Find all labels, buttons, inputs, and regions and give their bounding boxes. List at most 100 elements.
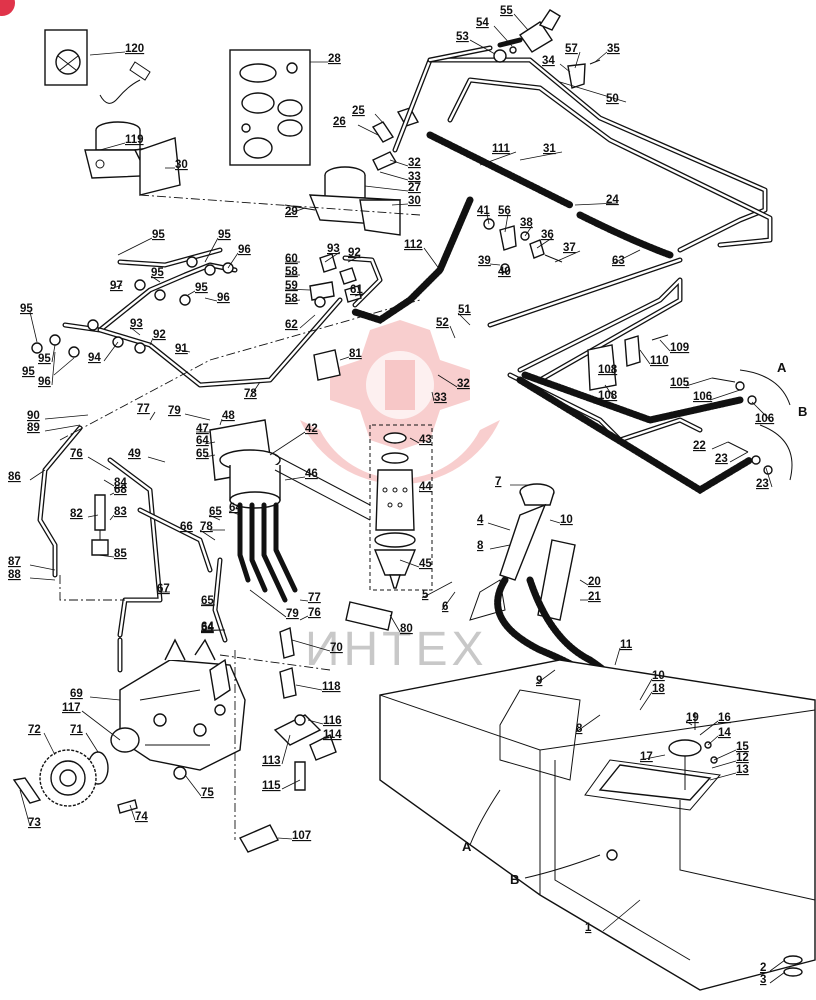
upper-return-pipes <box>392 37 773 253</box>
part-callout-64: 64 <box>196 435 209 447</box>
part-callout-108: 108 <box>598 390 618 402</box>
callout-leader-line <box>639 349 651 365</box>
callout-leader-line <box>699 720 719 736</box>
part-callout-27: 27 <box>408 182 421 194</box>
part-callout-85: 85 <box>114 548 127 560</box>
part-callout-95: 95 <box>22 366 35 378</box>
callout-leader-line <box>559 81 627 103</box>
callout-leader-line <box>374 113 386 126</box>
part-callout-90: 90 <box>27 410 40 422</box>
callout-leader-line <box>685 720 693 726</box>
callout-leader-line <box>284 288 311 291</box>
part-callout-30: 30 <box>175 159 188 171</box>
part-callout-2: 2 <box>760 962 766 974</box>
callout-leader-line <box>284 299 301 303</box>
callout-leader-line <box>87 514 99 518</box>
callout-leader-line <box>51 344 56 363</box>
callout-leader-line <box>277 837 293 840</box>
callout-leader-line <box>29 469 46 481</box>
part-callout-62: 62 <box>285 319 298 331</box>
part-callout-21: 21 <box>588 591 601 603</box>
callout-leader-line <box>579 579 589 586</box>
part-callout-17: 17 <box>640 751 653 763</box>
part-callout-113: 113 <box>262 755 281 767</box>
braided-line-A <box>521 371 744 424</box>
part-callout-30: 30 <box>408 195 421 207</box>
part-callout-88: 88 <box>8 569 21 581</box>
callout-leader-line <box>184 774 202 797</box>
banjo-bolts-right <box>711 369 793 481</box>
part-callout-38: 38 <box>520 217 533 229</box>
callout-leader-line <box>729 451 749 463</box>
flexible-hose-24 <box>576 211 674 259</box>
callout-leader-line <box>284 207 306 216</box>
callout-leader-line <box>574 202 619 206</box>
callout-leader-line <box>249 381 261 398</box>
braided-line-B <box>516 376 754 495</box>
part-callout-7: 7 <box>495 476 501 488</box>
callout-leader-line <box>713 749 737 761</box>
callout-leader-line <box>379 171 409 181</box>
callout-leader-line <box>149 411 156 421</box>
callout-leader-line <box>524 225 533 237</box>
callout-leader-line <box>449 325 456 339</box>
pump-stud <box>117 799 138 814</box>
section-label-a-bottom: A <box>462 839 472 854</box>
part-callout-31: 31 <box>543 143 556 155</box>
part-callout-44: 44 <box>419 481 432 493</box>
part-callout-109: 109 <box>670 342 689 354</box>
part-callout-41: 41 <box>477 205 490 217</box>
callout-leader-line <box>707 735 719 746</box>
tank-port <box>606 849 618 861</box>
left-washers <box>31 256 234 358</box>
flexible-hose-111 <box>426 131 574 209</box>
part-callout-108: 108 <box>598 364 618 376</box>
watermark-logo <box>300 320 500 485</box>
part-callout-93: 93 <box>327 243 340 255</box>
mount-bracket-80 <box>345 601 393 631</box>
part-callout-13: 13 <box>736 764 749 776</box>
part-callout-15: 15 <box>736 741 749 753</box>
part-callout-10: 10 <box>560 514 573 526</box>
part-callout-1: 1 <box>585 922 592 934</box>
callout-leader-line <box>441 591 456 611</box>
part-callout-116: 116 <box>323 715 342 727</box>
callout-leader-line <box>751 401 773 423</box>
part-callout-120: 120 <box>125 43 144 55</box>
part-callout-95: 95 <box>20 303 33 315</box>
part-callout-71: 71 <box>70 724 83 736</box>
part-callout-45: 45 <box>419 558 432 570</box>
callout-leader-line <box>769 959 786 972</box>
callout-leader-line <box>284 476 306 481</box>
callout-leader-line <box>299 314 316 329</box>
part-callout-23: 23 <box>715 453 728 465</box>
callout-leader-line <box>43 732 56 756</box>
part-callout-26: 26 <box>333 116 346 128</box>
callout-leader-line <box>227 252 239 269</box>
callout-leader-line <box>291 639 331 652</box>
callout-leader-line <box>204 441 216 445</box>
watermark-text: ИНТЕХ <box>305 623 488 676</box>
part-callout-117: 117 <box>62 702 81 714</box>
callout-leader-line <box>219 418 223 426</box>
left-supply-pipe <box>37 425 213 638</box>
part-callout-33: 33 <box>434 392 447 404</box>
callout-leader-line <box>389 614 401 633</box>
left-leak-off-pipes <box>62 247 383 388</box>
callout-leader-line <box>354 292 366 297</box>
part-callout-51: 51 <box>458 304 471 316</box>
callout-leader-line <box>204 237 219 263</box>
part-callout-70: 70 <box>330 642 343 654</box>
part-callout-14: 14 <box>718 727 731 739</box>
callout-leader-line <box>469 39 496 55</box>
part-callout-74: 74 <box>135 811 148 823</box>
callout-leader-line <box>200 603 216 606</box>
callout-leader-line <box>535 669 556 685</box>
callout-leader-line <box>399 559 420 568</box>
part-callout-73: 73 <box>28 817 41 829</box>
part-callout-37: 37 <box>563 242 576 254</box>
callout-leader-line <box>357 124 379 136</box>
part-callout-77: 77 <box>308 592 321 604</box>
callout-leader-line <box>44 424 81 432</box>
part-callout-115: 115 <box>262 780 281 792</box>
